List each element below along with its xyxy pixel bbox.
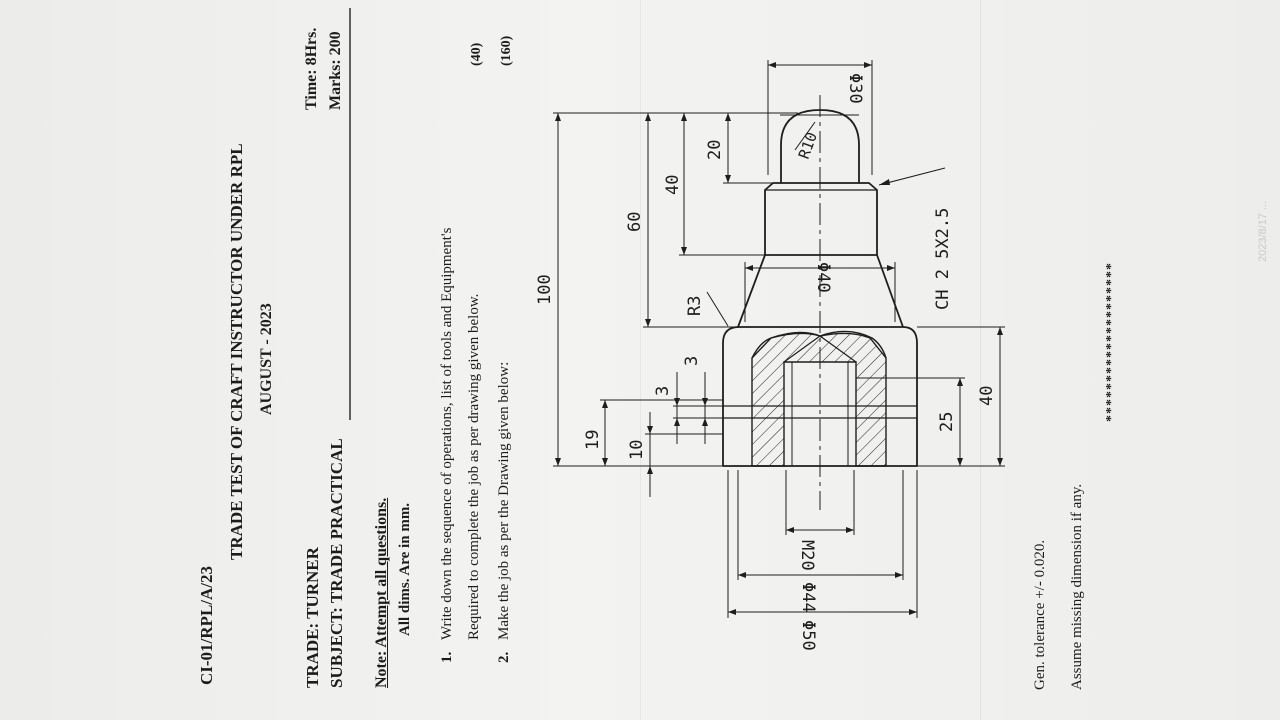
dim-height-40-base: 40	[977, 386, 997, 406]
tolerance-note: Gen. tolerance +/- 0.020.	[1032, 539, 1048, 690]
dim-height-100: 100	[535, 274, 555, 305]
dim-dia-40: Φ40	[813, 262, 833, 293]
dim-height-40: 40	[663, 175, 683, 195]
dim-height-19: 19	[583, 430, 603, 450]
dim-radius-10: R10	[795, 130, 821, 162]
dim-height-10: 10	[627, 440, 647, 460]
dim-height-20: 20	[705, 140, 725, 160]
paper-fold	[980, 0, 981, 720]
end-stars: ********************	[1104, 262, 1119, 422]
dim-groove-3a: 3	[653, 386, 673, 396]
dim-groove-3b: 3	[682, 356, 702, 366]
dim-radius-3: R3	[685, 296, 705, 316]
dim-height-60: 60	[625, 212, 645, 232]
scan-stamp: 2023/8/17 ...	[1257, 200, 1269, 262]
dim-chamfer: CH 2 5X2.5	[933, 208, 953, 310]
dim-depth-25: 25	[937, 412, 957, 432]
dim-dia-30: Φ30	[845, 73, 865, 104]
assume-note: Assume missing dimension if any.	[1069, 483, 1085, 690]
dim-dia-44: Φ44	[798, 582, 818, 613]
paper-fold	[640, 0, 641, 720]
dim-dia-50: Φ50	[798, 620, 818, 651]
dim-thread-m20: M20	[797, 540, 817, 571]
